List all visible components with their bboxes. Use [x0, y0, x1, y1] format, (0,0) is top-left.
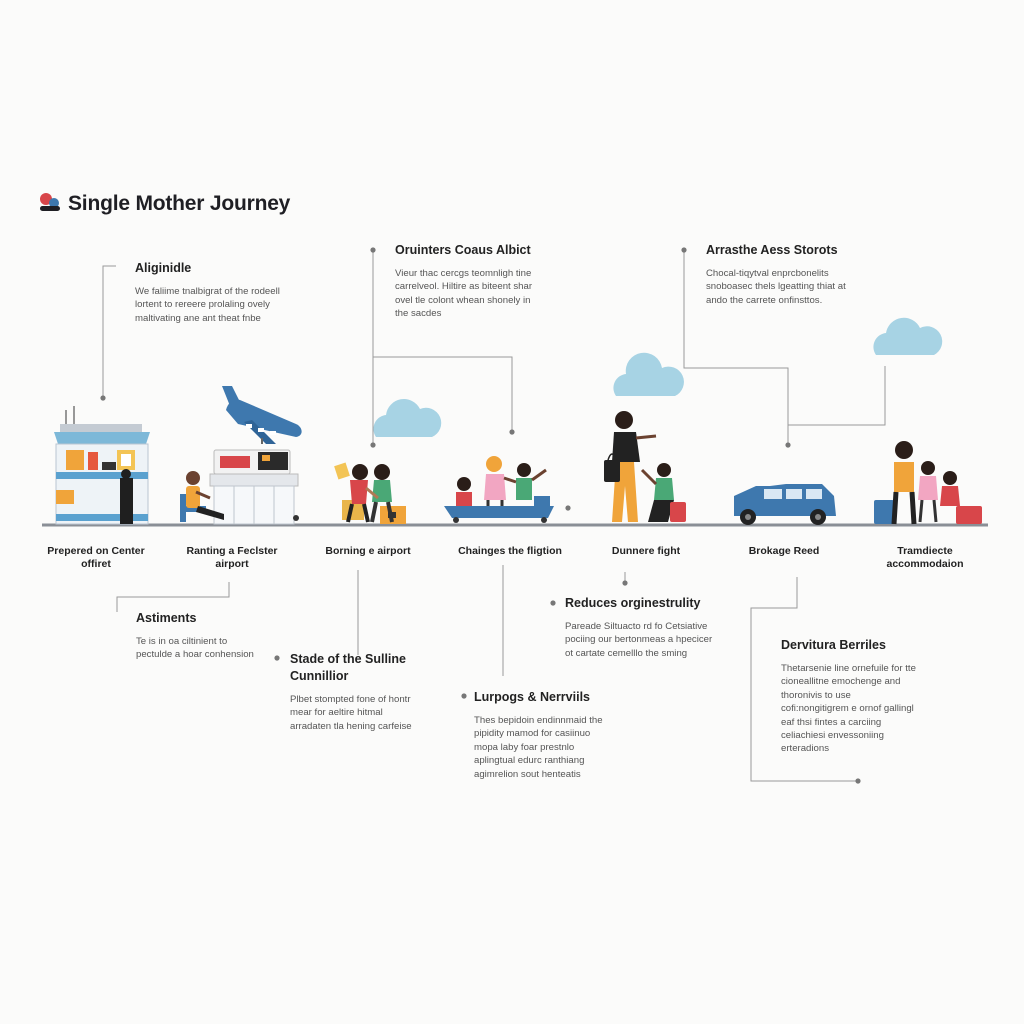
connector-aliginidle: [102, 265, 116, 398]
connector-arrasthe-branch: [788, 366, 886, 426]
stage-label: Borning e airport: [325, 545, 411, 557]
cloud-icon: [613, 352, 684, 396]
annotation-reduces: Reduces orginestrulity Pareade Siltuacto…: [565, 595, 715, 660]
annotation-heading: Stade of the Sulline Cunnillior: [290, 652, 406, 683]
family-arrival-icon: [874, 441, 982, 525]
cloud-icon: [873, 317, 943, 355]
mother-and-child-icon: [604, 411, 686, 522]
annotation-heading: Reduces orginestrulity: [565, 596, 701, 610]
family-in-cart-icon: [444, 456, 571, 523]
seated-person-icon: [180, 471, 224, 522]
annotation-body: Plbet stompted fone of hontr mear for ae…: [290, 694, 412, 732]
cloud-icon: [373, 399, 442, 437]
annotation-astiments: Astiments Te is in oa ciltinient to pect…: [136, 610, 256, 662]
annotation-heading: Lurpogs & Nerrviils: [474, 690, 590, 704]
annotation-body: Thes bepidoin endinnmaid the pipidity ma…: [474, 715, 603, 780]
connector-dots: [100, 247, 861, 784]
airport-desk-icon: [209, 449, 299, 525]
annotation-body: Te is in oa ciltinient to pectulde a hoa…: [136, 636, 254, 661]
stage-label: Brokage Reed: [748, 545, 820, 557]
annotation-heading: Arrasthe Aess Storots: [706, 243, 838, 257]
annotation-dervitura: Dervitura Berriles Thetarsenie line orne…: [781, 637, 921, 756]
airplane-icon: [222, 386, 302, 444]
annotation-body: Pareade Siltuacto rd fo Cetsiative pocii…: [565, 621, 713, 659]
annotation-body: Chocal-tiqytval enprcbonelits snoboasec …: [706, 268, 846, 306]
annotation-body: We faliime tnalbigrat of the rodeell lor…: [135, 286, 280, 324]
annotation-oruinters: Oruinters Coaus Albict Vieur thac cercgs…: [395, 242, 535, 321]
annotation-aliginidle: Aliginidle We faliime tnalbigrat of the …: [135, 260, 285, 325]
car-icon: [734, 484, 836, 525]
service-center-icon: [54, 406, 150, 525]
annotation-heading: Aliginidle: [135, 261, 192, 275]
annotation-body: Vieur thac cercgs teomnligh tine carrelv…: [395, 268, 533, 320]
annotation-heading: Oruinters Coaus Albict: [395, 243, 531, 257]
page-title: Single Mother Journey: [68, 192, 291, 215]
annotation-heading: Astiments: [136, 611, 197, 625]
stage-label: Prepered on Center offiret: [47, 545, 145, 570]
connector-dervitura: [750, 577, 858, 782]
connector-arrasthe: [683, 250, 789, 445]
family-with-boxes-icon: [334, 462, 406, 524]
stage-label: Ranting a Feclster airport: [186, 545, 278, 570]
annotation-arrasthe: Arrasthe Aess Storots Chocal-tiqytval en…: [706, 242, 856, 307]
annotation-lurpogs: Lurpogs & Nerrviils Thes bepidoin endinn…: [474, 689, 614, 781]
connector-astiments: [116, 582, 230, 612]
connector-lines: [102, 250, 886, 782]
page-title-group: Single Mother Journey: [38, 192, 290, 216]
stage-label: Dunnere fight: [611, 545, 681, 557]
annotation-stade: Stade of the Sulline Cunnillior Plbet st…: [290, 651, 420, 733]
annotation-body: Thetarsenie line ornefuile for tte cione…: [781, 663, 916, 755]
people-logo-icon: [40, 193, 60, 211]
connector-oruinters-branch: [373, 356, 513, 432]
stage-label: Tramdiecte accommodaion: [886, 545, 964, 570]
stage-label: Chainges the fligtion: [458, 545, 562, 557]
annotation-heading: Dervitura Berriles: [781, 638, 886, 652]
